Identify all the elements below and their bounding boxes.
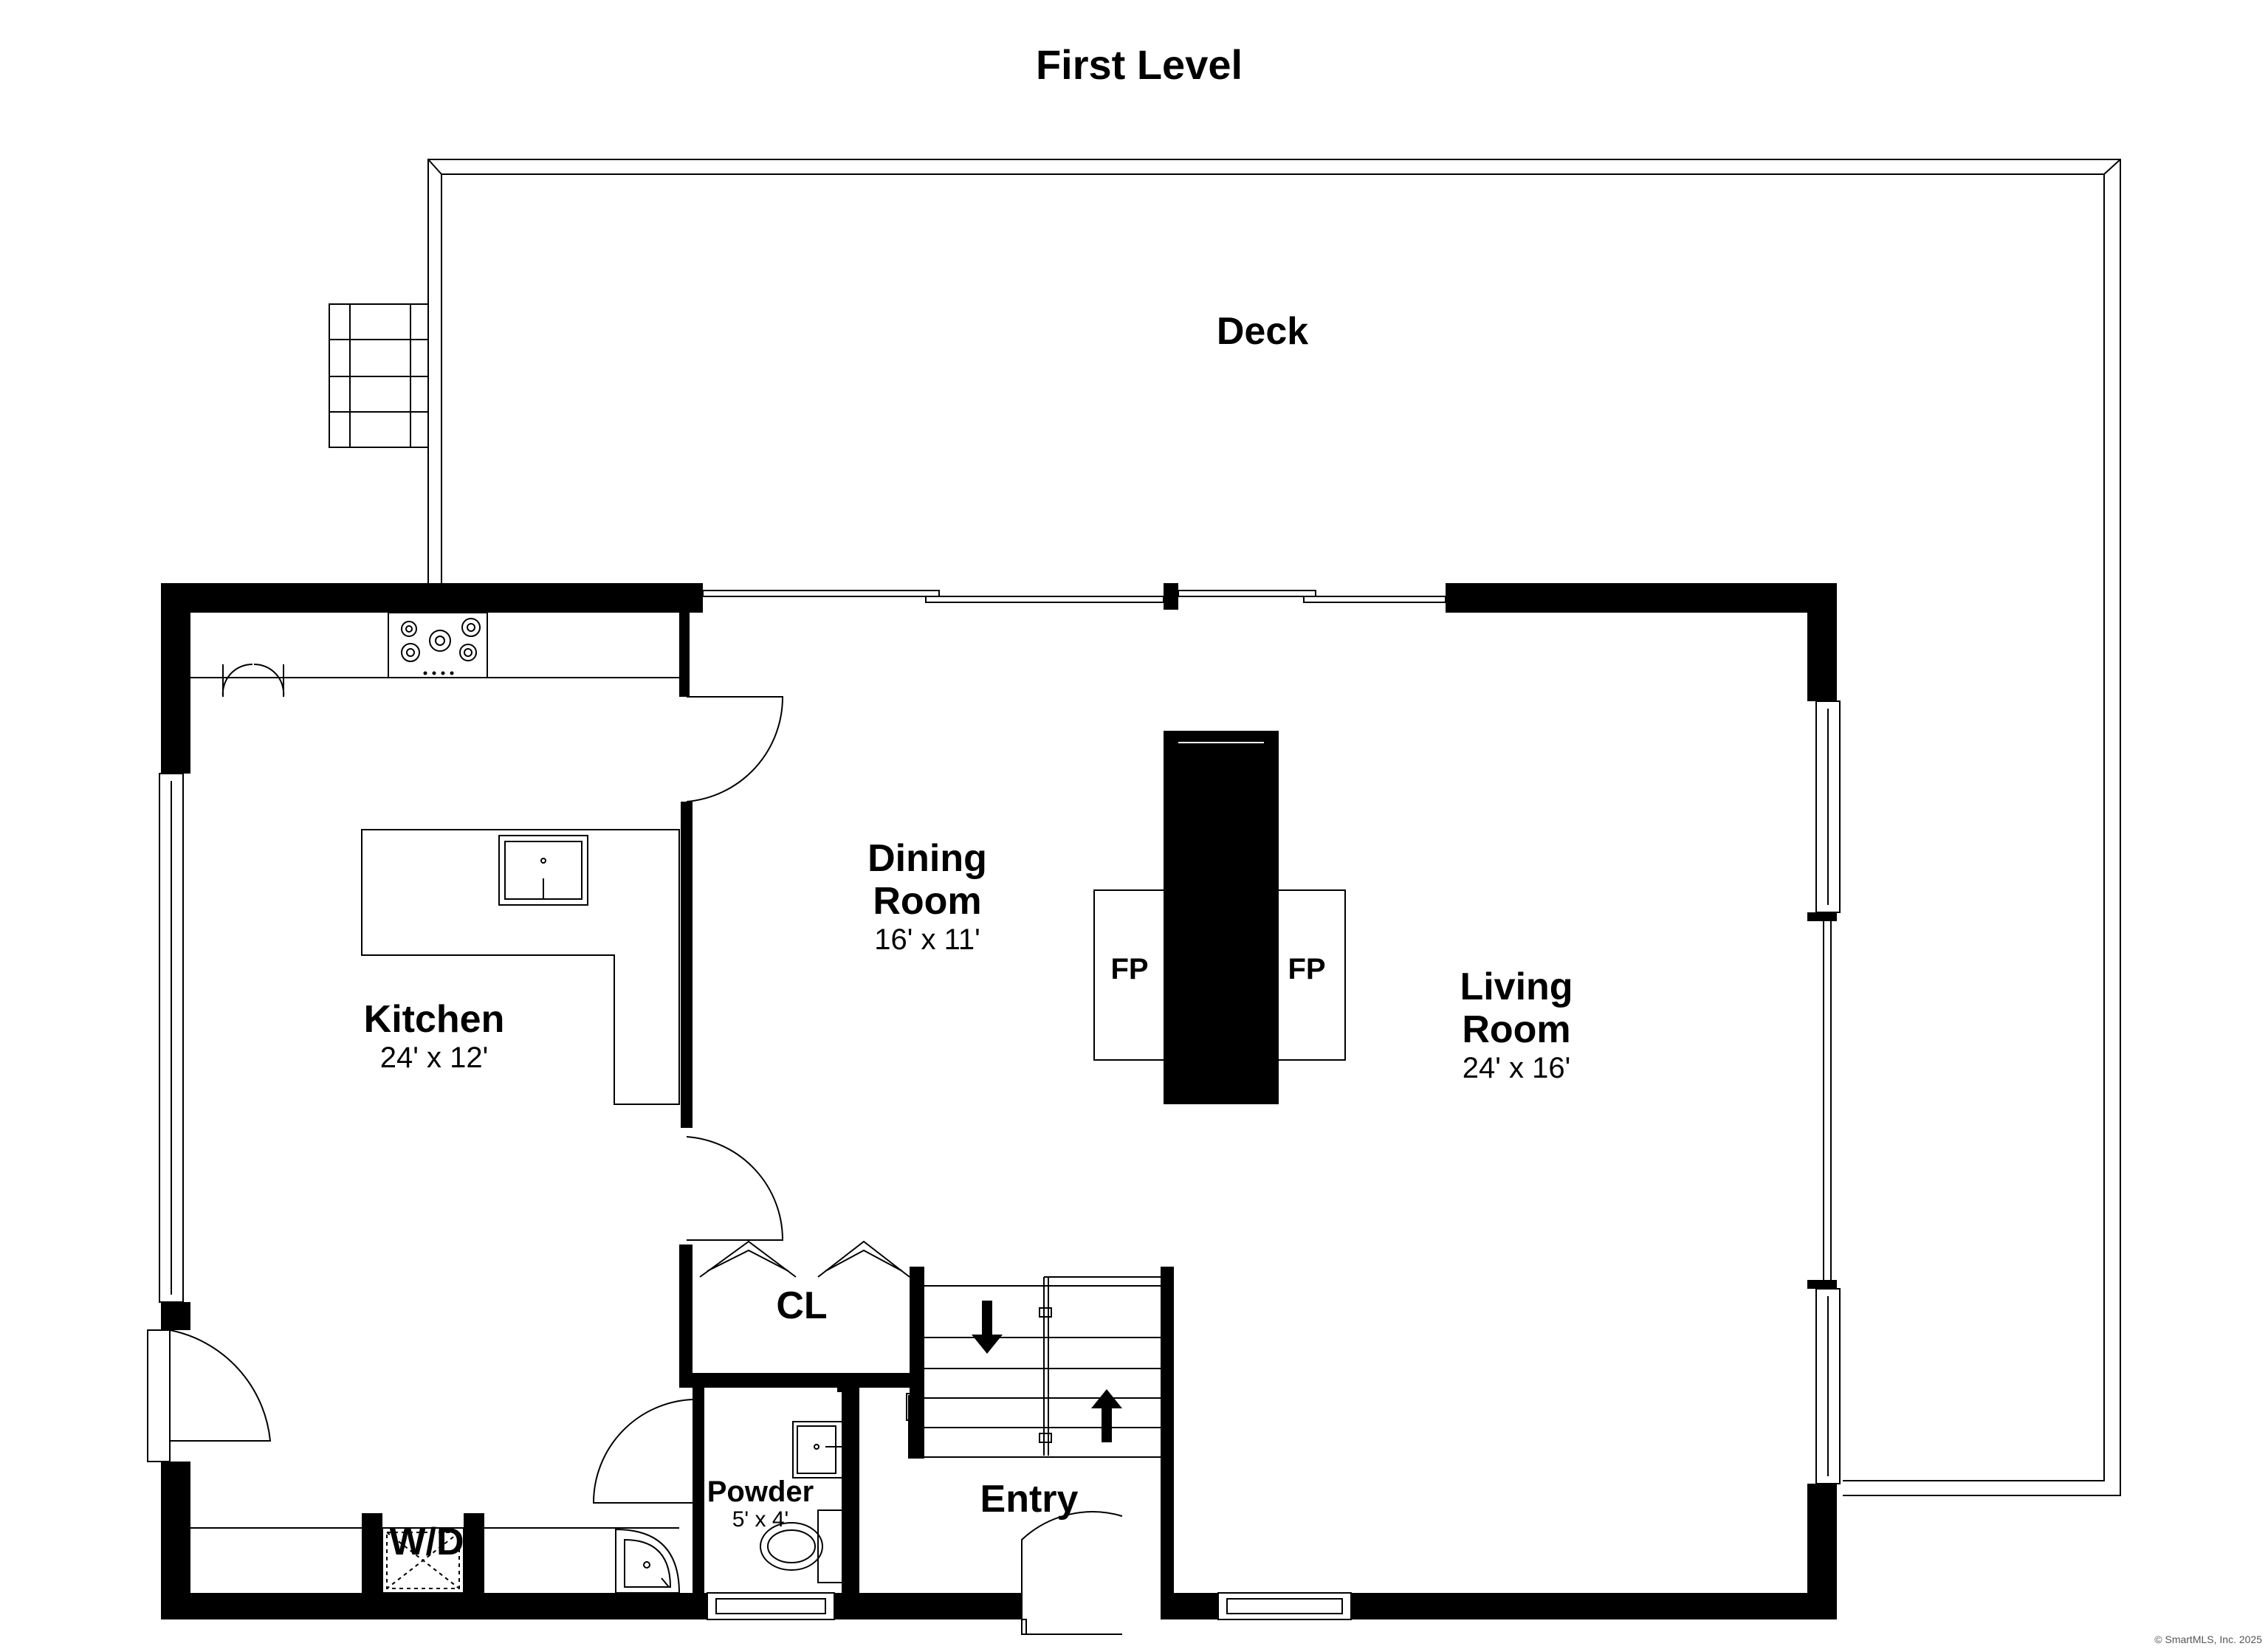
- deck-label: Deck: [1217, 310, 1308, 353]
- copyright-watermark: © SmartMLS, Inc. 2025: [2154, 1633, 2262, 1645]
- kitchen-counter: [190, 677, 680, 1529]
- living-label-line2: Room: [1462, 1008, 1570, 1051]
- powder-dims: 5' x 4': [732, 1507, 789, 1532]
- fireplace-right-label: FP: [1288, 953, 1325, 985]
- living-dims: 24' x 16': [1463, 1052, 1570, 1084]
- laundry-label: W/D: [389, 1521, 464, 1563]
- fireplace-left-label: FP: [1110, 953, 1148, 985]
- kitchen-dims: 24' x 12': [380, 1042, 488, 1074]
- fridge-door-icon: [221, 663, 285, 698]
- powder-label: Powder: [707, 1476, 814, 1508]
- washer-dryer: [382, 1527, 464, 1594]
- kitchen-label: Kitchen: [364, 998, 505, 1041]
- dining-label-line1: Dining: [867, 837, 987, 880]
- closet-bifold: [699, 1240, 910, 1278]
- floor-title: First Level: [1036, 41, 1243, 88]
- powder-sink-icon: [792, 1421, 848, 1478]
- dining-dims: 16' x 11': [874, 923, 980, 956]
- door-swings: [147, 696, 1123, 1635]
- deck-outline: [427, 159, 2121, 1496]
- toilet-icon: [760, 1509, 847, 1583]
- windows: [159, 700, 1841, 1620]
- closet-label: CL: [776, 1284, 827, 1327]
- fireplace: FP FP: [1093, 731, 1346, 1104]
- entry-label: Entry: [980, 1478, 1079, 1521]
- dining-label-line2: Room: [873, 880, 981, 923]
- interior-walls: [362, 610, 1174, 1619]
- deck-stairs: [329, 303, 429, 448]
- staircase: [906, 1267, 1161, 1459]
- sliding-doors: [702, 590, 1446, 603]
- utility-sink-icon: [615, 1528, 681, 1594]
- exterior-walls: [161, 583, 1837, 1619]
- stove-icon: [388, 612, 488, 678]
- living-label-line1: Living: [1460, 965, 1573, 1008]
